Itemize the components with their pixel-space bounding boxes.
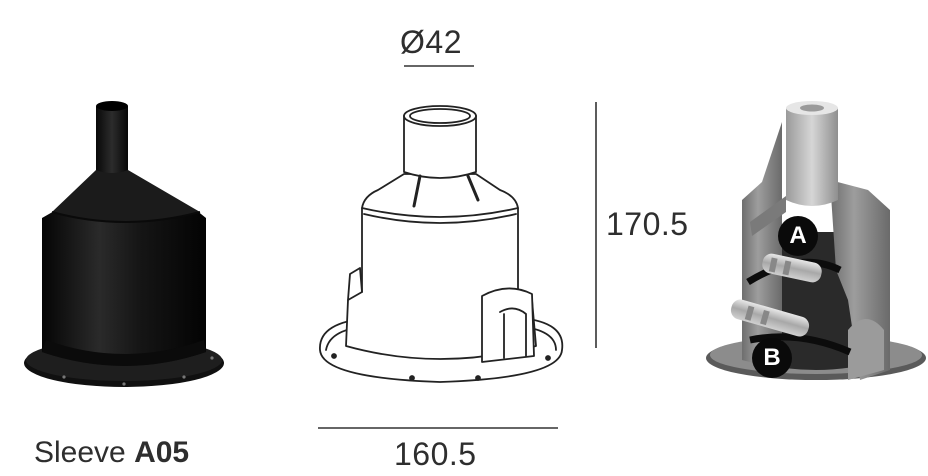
caption-product-code: A05: [134, 436, 190, 469]
caption-prefix: Sleeve: [34, 436, 126, 469]
diameter-dimension-label: Ø42: [400, 24, 462, 60]
callout-b-label: B: [763, 344, 781, 371]
callout-a-badge: [778, 216, 818, 256]
callout-b-badge: [752, 338, 792, 378]
width-dimension-label: 160.5: [394, 436, 477, 472]
product-caption: Sleeve A05: [34, 436, 189, 470]
height-dimension-label: 170.5: [606, 206, 689, 242]
callout-a-label: A: [789, 222, 807, 249]
